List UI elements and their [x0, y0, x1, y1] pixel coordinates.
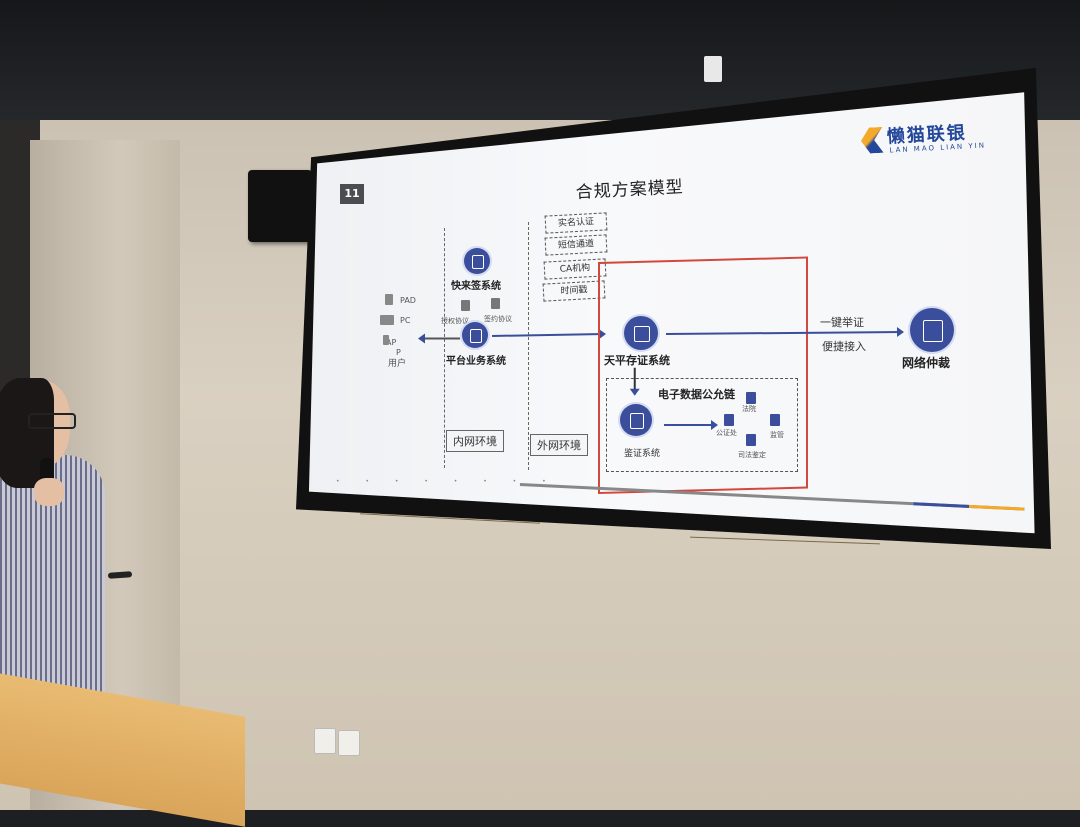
user-label: 用户 — [388, 359, 407, 369]
convenient-access: 便捷接入 — [822, 340, 866, 353]
tianping-icon — [624, 316, 658, 350]
device-pc: PC — [400, 316, 411, 325]
arbitration-label: 网络仲裁 — [902, 356, 951, 370]
chain-box — [606, 378, 798, 472]
logo-icon — [860, 127, 883, 154]
projector-mount — [704, 56, 722, 82]
document-icon — [461, 300, 470, 311]
glasses — [28, 413, 76, 429]
company-logo: 懒猫联银 LAN MAO LIAN YIN — [860, 115, 1002, 162]
notary-node-icon — [724, 414, 734, 426]
arrow-to-user — [420, 338, 460, 340]
document-icon — [491, 298, 500, 309]
node-regulator: 监管 — [770, 431, 784, 439]
outer-boundary-line — [528, 222, 529, 470]
projected-slide — [308, 92, 1035, 534]
device-ap: AP — [386, 338, 397, 347]
tablet-icon — [385, 294, 393, 305]
service-realname: 实名认证 — [544, 212, 608, 234]
service-sms: 短信通道 — [544, 234, 608, 256]
device-app-suffix: P — [396, 348, 401, 357]
tianping-system: 天平存证系统 — [604, 354, 670, 367]
slide-number: 11 — [340, 184, 364, 204]
node-forensic: 司法鉴定 — [738, 451, 766, 459]
jianzheng-system: 鉴证系统 — [624, 449, 661, 459]
node-court: 法院 — [742, 405, 756, 413]
regulator-node-icon — [770, 414, 780, 426]
presenter-hand — [34, 478, 64, 506]
wall-outlet — [338, 730, 360, 756]
outer-network-label: 外网环境 — [530, 434, 588, 456]
one-click-evidence: 一键举证 — [820, 316, 864, 329]
forensic-node-icon — [746, 434, 756, 446]
arrow-to-chain — [664, 421, 718, 429]
jianzheng-icon — [620, 404, 652, 436]
chain-label: 电子数据公允链 — [658, 388, 735, 401]
platform-icon — [462, 322, 488, 348]
service-ca: CA机构 — [543, 258, 607, 280]
sign-protocol: 签约协议 — [484, 315, 512, 323]
gavel-icon — [910, 308, 954, 352]
platform-system: 平台业务系统 — [446, 356, 506, 367]
speaker — [248, 170, 312, 242]
kuailaiqian-system: 快来签系统 — [451, 281, 501, 292]
wall-outlet — [314, 728, 336, 754]
service-timestamp: 时间戳 — [542, 280, 606, 302]
footer-dots: • • • • • • • • — [336, 478, 558, 485]
inner-boundary-line — [444, 228, 445, 468]
phone-icon — [383, 335, 389, 345]
kuailaiqian-icon — [464, 248, 490, 274]
node-notary: 公证处 — [716, 429, 737, 437]
device-pad: PAD — [400, 296, 416, 305]
court-node-icon — [746, 392, 756, 404]
monitor-icon — [380, 315, 394, 325]
auth-protocol: 授权协议 — [441, 317, 469, 325]
inner-network-label: 内网环境 — [446, 430, 504, 452]
